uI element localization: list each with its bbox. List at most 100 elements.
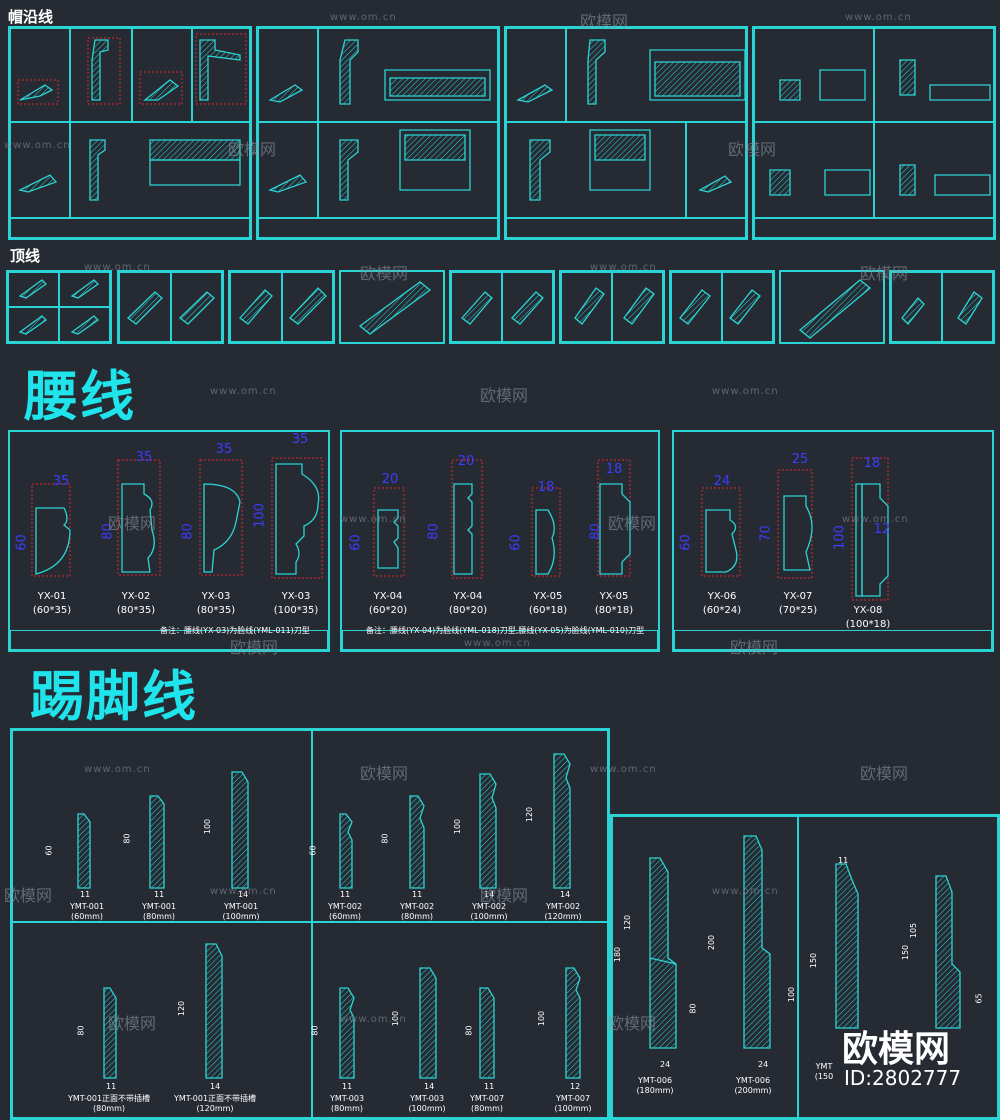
dim-h-b5: 100 xyxy=(453,818,463,835)
label-ymt002-120: YMT-002(120mm) xyxy=(544,902,582,921)
watermark-url: www.om.cn xyxy=(340,514,407,525)
dim-w-b9: 11 xyxy=(342,1082,353,1091)
dim-sub1-b14: 100 xyxy=(787,986,797,1003)
watermark-url: www.om.cn xyxy=(712,886,779,897)
watermark-logo: 欧模网 xyxy=(480,886,529,905)
dingxian-sheet-6 xyxy=(559,270,665,344)
watermark-logo: 欧模网 xyxy=(228,140,277,159)
label-yx04b: YX-04(80*20) xyxy=(448,591,488,616)
dim-h-b1: 80 xyxy=(122,833,132,844)
waist-note-2: 备注：腰线(YX-04)为脸线(YML-018)刀型,腰线(YX-05)为脸线(… xyxy=(366,626,645,635)
section-title-yaoxian: 腰线 xyxy=(24,365,136,428)
dim-w-b4: 11 xyxy=(412,890,423,899)
dim-w-b11: 11 xyxy=(484,1082,495,1091)
dim-h-yx05: 60 xyxy=(508,534,524,551)
watermark-logo: 欧模网 xyxy=(360,764,409,783)
dim-w-b6: 14 xyxy=(560,890,571,899)
dim-w-b7: 11 xyxy=(106,1082,117,1091)
label-yx08: YX-08(100*18) xyxy=(845,605,891,630)
label-ymt003-80: YMT-003(80mm) xyxy=(329,1094,365,1113)
dim-h-b0: 60 xyxy=(44,845,54,856)
label-yx07: YX-07(70*25) xyxy=(778,591,818,616)
dim-sub2-b15: 105 xyxy=(909,922,919,939)
watermark-logo: 欧模网 xyxy=(860,264,909,283)
dim-w-b15: 11 xyxy=(838,856,849,865)
dim-h-b9: 80 xyxy=(310,1025,320,1036)
watermark-url: www.om.cn xyxy=(590,262,657,273)
label-yx02: YX-02(80*35) xyxy=(116,591,156,616)
dim-h-yx05b: 80 xyxy=(588,523,604,540)
dim-w-yx07: 25 xyxy=(791,452,809,467)
dim-h-b13: 180 xyxy=(613,946,623,963)
watermark-url: www.om.cn xyxy=(84,262,151,273)
watermark-url: www.om.cn xyxy=(84,764,151,775)
dim-w-yx03: 35 xyxy=(215,442,233,457)
watermark-url: www.om.cn xyxy=(210,386,277,397)
dingxian-sheet-4 xyxy=(339,270,445,344)
dingxian-sheet-5 xyxy=(449,270,555,344)
dim-w-yx08: 18 xyxy=(863,456,881,471)
dim-w-yx04b: 20 xyxy=(457,454,475,469)
dim-sub3-b15: 65 xyxy=(974,993,984,1004)
dim-w-b2: 14 xyxy=(238,890,249,899)
label-ymt001-100: YMT-001(100mm) xyxy=(222,902,260,921)
dingxian-sheet-8 xyxy=(779,270,885,344)
label-ymt001-ns-120: YMT-001正面不带插槽(120mm) xyxy=(173,1094,257,1113)
label-ymt001-ns-80: YMT-001正面不带插槽(80mm) xyxy=(67,1094,151,1113)
label-ymt007-80: YMT-007(80mm) xyxy=(469,1094,505,1113)
watermark-url: www.om.cn xyxy=(712,386,779,397)
dingxian-sheet-9 xyxy=(889,270,995,344)
dim-w-b1: 11 xyxy=(154,890,165,899)
dim-h-yx04: 60 xyxy=(348,534,364,551)
dim-w-yx03b: 35 xyxy=(291,432,309,447)
waist-drawings xyxy=(31,457,889,601)
dim-h-b4: 80 xyxy=(380,833,390,844)
dim-h-b11: 80 xyxy=(464,1025,474,1036)
waist-sheet-2 xyxy=(340,430,660,652)
maoyan-sheet-2 xyxy=(256,26,500,240)
dim-w-b13: 24 xyxy=(660,1060,671,1069)
watermark-url: www.om.cn xyxy=(464,638,531,649)
watermark-url: www.om.cn xyxy=(590,764,657,775)
dim-w-b10: 14 xyxy=(424,1082,435,1091)
dim-w-b14: 24 xyxy=(758,1060,769,1069)
watermark-logo: 欧模网 xyxy=(730,638,779,657)
dim-h-b15: 150 xyxy=(809,952,819,969)
label-ymt001-60: YMT-001(60mm) xyxy=(69,902,105,921)
dim-w-yx01: 35 xyxy=(52,474,70,489)
waist-note-1: 备注：腰线(YX-03)为脸线(YML-011)刀型 xyxy=(160,626,310,635)
dim-h-b12: 100 xyxy=(537,1010,547,1027)
brand-id: ID:2802777 xyxy=(844,1066,962,1090)
watermark-logo: 欧模网 xyxy=(108,514,157,533)
dim-h-yx03: 80 xyxy=(180,523,196,540)
label-ymt003-100: YMT-003(100mm) xyxy=(408,1094,446,1113)
dim-h-b8: 120 xyxy=(177,1000,187,1017)
label-yx03b: YX-03(100*35) xyxy=(273,591,319,616)
waist-sheet-3 xyxy=(672,430,994,652)
dim-h-yx07: 70 xyxy=(758,525,774,542)
watermark-logo: 欧模网 xyxy=(608,514,657,533)
dingxian-sheet-2 xyxy=(117,270,224,344)
watermark-logo: 欧模网 xyxy=(230,638,279,657)
dingxian-sheet-3 xyxy=(228,270,335,344)
dim-h-yx03b: 100 xyxy=(252,503,268,528)
watermark-logo: 欧模网 xyxy=(360,264,409,283)
dim-sub1-b15: 150 xyxy=(901,944,911,961)
label-ymt006-180: YMT-006(180mm) xyxy=(636,1076,674,1095)
watermark-url: www.om.cn xyxy=(4,140,71,151)
dim-h-b6: 120 xyxy=(525,806,535,823)
brand-logo: 欧模网 xyxy=(842,1029,951,1070)
watermark-logo: 欧模网 xyxy=(108,1014,157,1033)
watermark-url: www.om.cn xyxy=(842,514,909,525)
dim-h-b7: 80 xyxy=(76,1025,86,1036)
label-ymt-150: YMT(150 xyxy=(814,1062,834,1081)
watermark-url: www.om.cn xyxy=(340,1014,407,1025)
label-yx01: YX-01(60*35) xyxy=(32,591,72,616)
dim-w-yx02: 35 xyxy=(135,450,153,465)
dim-w-b5: 14 xyxy=(484,890,495,899)
watermark-logo: 欧模网 xyxy=(580,12,629,31)
label-yx04: YX-04(60*20) xyxy=(368,591,408,616)
dim-h-yx04b: 80 xyxy=(426,523,442,540)
watermark-logo: 欧模网 xyxy=(728,140,777,159)
label-yx03: YX-03(80*35) xyxy=(196,591,236,616)
